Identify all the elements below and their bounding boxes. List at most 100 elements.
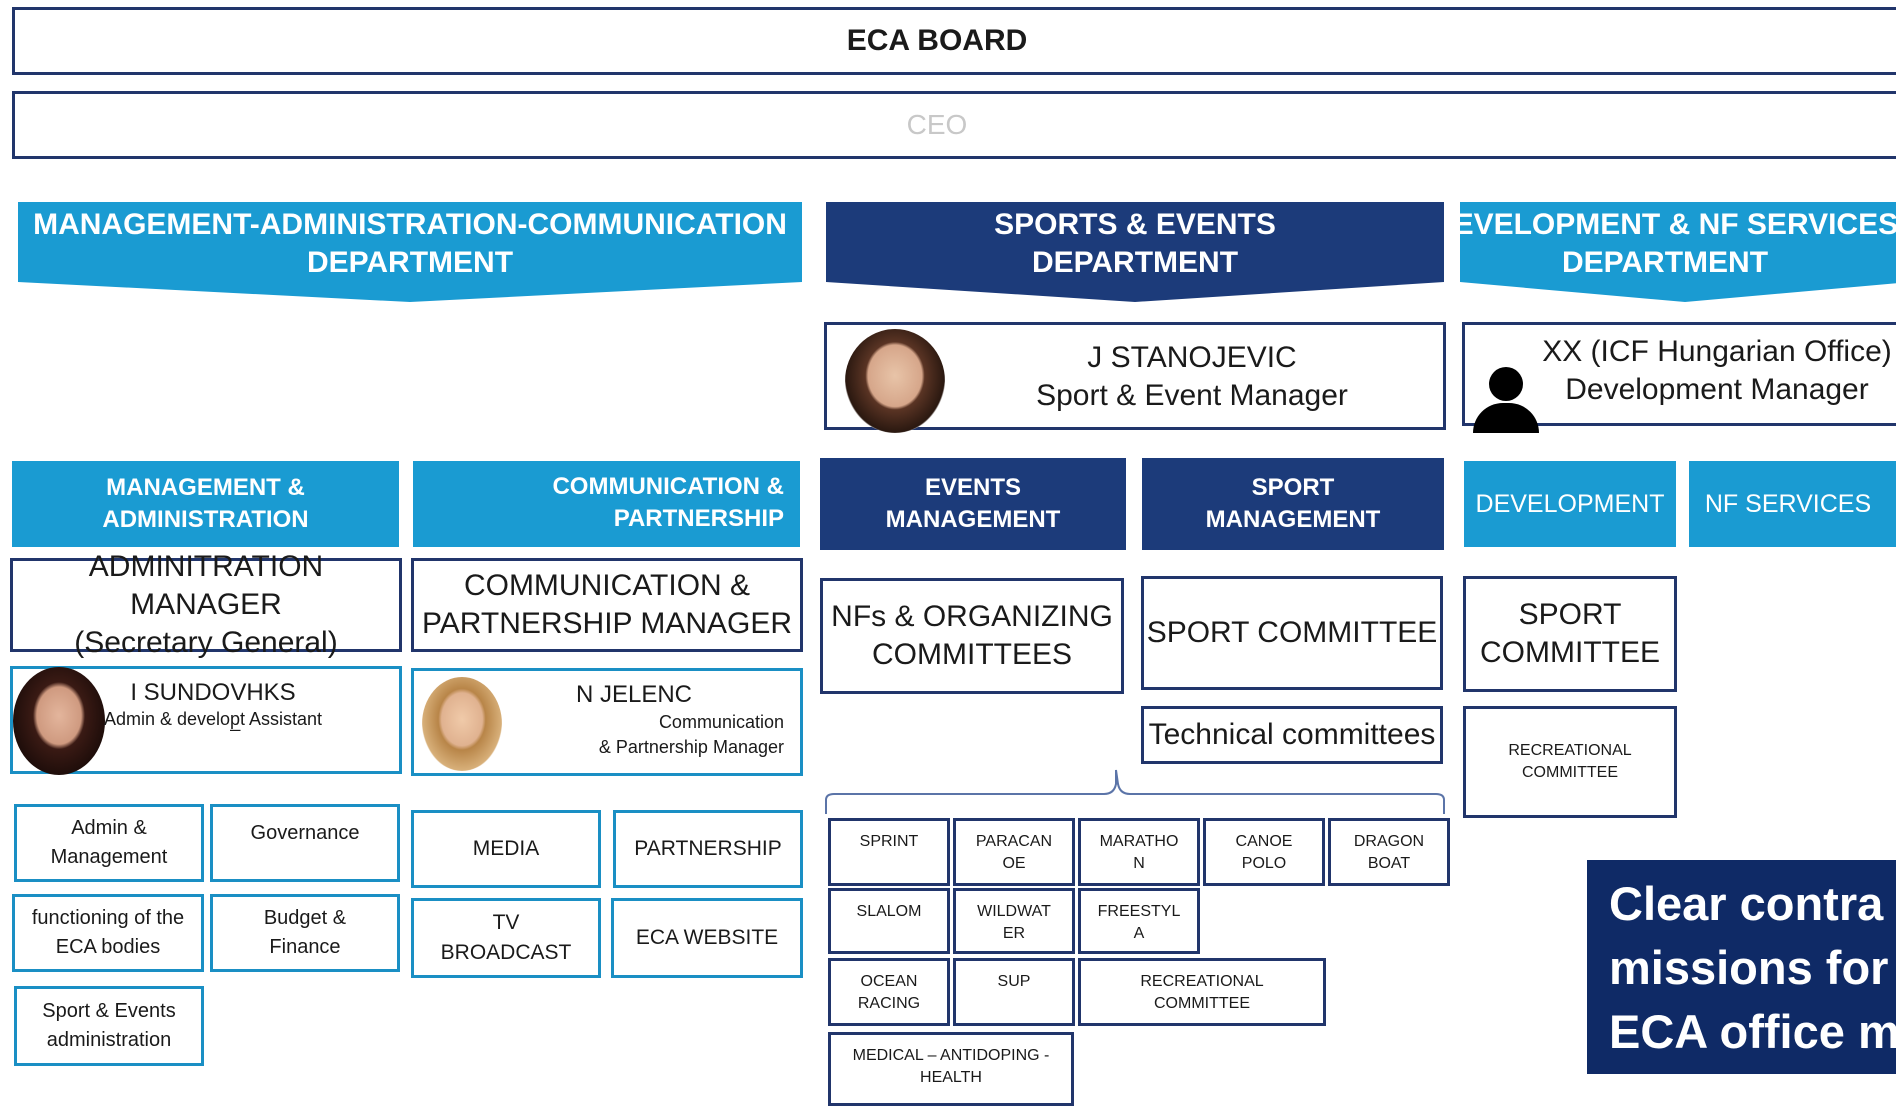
stanojevic-title: Sport & Event Manager xyxy=(1036,379,1348,412)
unit-header-development: DEVELOPMENT xyxy=(1464,461,1676,547)
discipline-recreational: RECREATIONAL COMMITTEE xyxy=(1078,958,1326,1026)
dept-sports-line1: SPORTS & EVENTS xyxy=(994,208,1276,241)
discipline-paracanoe-line2: OE xyxy=(1002,855,1026,872)
jelenc-title-line2: & Partnership Manager xyxy=(598,737,784,757)
comm-manager-line2: PARTNERSHIP MANAGER xyxy=(421,607,793,640)
jelenc-title-line1: Communication xyxy=(658,712,784,732)
technical-committees-bracket xyxy=(825,769,1445,814)
dept-dev-line1: DEVELOPMENT & NF SERVICES xyxy=(1431,208,1896,241)
task-sport-events-admin: Sport & Events administration xyxy=(14,986,204,1066)
discipline-wildwater-line2: ER xyxy=(1002,925,1026,942)
person-silhouette-icon xyxy=(1465,367,1547,433)
task-functioning-line1: functioning of the xyxy=(31,907,185,929)
department-header-mac: MANAGEMENT-ADMINISTRATION-COMMUNICATION … xyxy=(18,202,802,302)
discipline-sprint-label: SPRINT xyxy=(859,833,919,850)
discipline-dragon-boat-line1: DRAGON xyxy=(1353,833,1425,850)
unit-comm-part-line1: COMMUNICATION & xyxy=(552,473,784,500)
task-admin-management: Admin & Management xyxy=(14,804,204,882)
person-box-jelenc: N JELENC Communication & Partnership Man… xyxy=(411,668,803,776)
dev-sport-committee-line2: COMMITTEE xyxy=(1480,636,1660,669)
task-admin-mgmt-line2: Management xyxy=(50,846,168,868)
sport-committee-label: SPORT COMMITTEE xyxy=(1146,616,1438,649)
nfs-ocs-box: NFs & ORGANIZING COMMITTEES xyxy=(820,578,1124,694)
department-header-sports: SPORTS & EVENTS DEPARTMENT xyxy=(826,202,1444,302)
discipline-sup-label: SUP xyxy=(997,973,1031,990)
unit-header-events-mgmt: EVENTS MANAGEMENT xyxy=(820,458,1126,550)
task-partnership: PARTNERSHIP xyxy=(613,810,803,888)
unit-mgmt-admin-line2: ADMINISTRATION xyxy=(102,506,309,533)
dept-dev-line2: DEPARTMENT xyxy=(1561,246,1769,279)
unit-development-label: DEVELOPMENT xyxy=(1475,489,1665,518)
dept-mac-line1: MANAGEMENT-ADMINISTRATION-COMMUNICATION xyxy=(33,208,787,241)
dept-sports-line2: DEPARTMENT xyxy=(1031,246,1239,279)
unit-nf-services-label: NF SERVICES xyxy=(1704,489,1872,518)
nfs-ocs-line2: COMMITTEES xyxy=(872,638,1072,671)
discipline-slalom-label: SLALOM xyxy=(856,903,922,920)
discipline-marathon-line2: N xyxy=(1133,855,1145,872)
discipline-medical-line2: HEALTH xyxy=(920,1069,982,1086)
technical-committees-box: Technical committees xyxy=(1141,706,1443,764)
unit-comm-part-line2: PARTNERSHIP xyxy=(613,505,784,532)
task-sea-line2: administration xyxy=(46,1029,172,1051)
discipline-paracanoe: PARACAN OE xyxy=(953,818,1075,886)
eca-board-box: ECA BOARD xyxy=(12,7,1896,75)
discipline-medical-line1: MEDICAL – ANTIDOPING - xyxy=(852,1047,1050,1064)
discipline-freestyle: FREESTYL A xyxy=(1078,888,1200,954)
task-admin-mgmt-line1: Admin & xyxy=(71,817,147,839)
banner-line3: ECA office m xyxy=(1609,1005,1896,1058)
dept-mac-line2: DEPARTMENT xyxy=(306,246,514,279)
unit-sport-mgmt-line2: MANAGEMENT xyxy=(1205,506,1381,533)
sundovhks-name: I SUNDOVHKS xyxy=(130,679,296,706)
unit-header-mgmt-admin: MANAGEMENT & ADMINISTRATION xyxy=(12,461,399,547)
unit-header-nf-services: NF SERVICES xyxy=(1689,461,1896,547)
sundovhks-title: Admin & develop̲t Assistant xyxy=(103,709,323,729)
discipline-sup: SUP xyxy=(953,958,1075,1026)
task-media: MEDIA xyxy=(411,810,601,888)
discipline-marathon: MARATHO N xyxy=(1078,818,1200,886)
task-governance-label: Governance xyxy=(250,822,360,844)
discipline-medical: MEDICAL – ANTIDOPING - HEALTH xyxy=(828,1032,1074,1106)
discipline-freestyle-line1: FREESTYL xyxy=(1097,903,1181,920)
dev-recreational-box: RECREATIONAL COMMITTEE xyxy=(1463,706,1677,818)
eca-board-label: ECA BOARD xyxy=(846,24,1028,57)
discipline-canoe-polo-line2: POLO xyxy=(1241,855,1287,872)
task-budget-line1: Budget & xyxy=(263,907,347,929)
admin-manager-box: ADMINITRATION MANAGER (Secretary General… xyxy=(10,550,402,659)
comm-manager-line1: COMMUNICATION & xyxy=(463,569,751,602)
task-budget-line2: Finance xyxy=(269,936,341,958)
discipline-canoe-polo: CANOE POLO xyxy=(1203,818,1325,886)
task-sea-line1: Sport & Events xyxy=(42,1000,176,1022)
discipline-wildwater: WILDWAT ER xyxy=(953,888,1075,954)
unit-header-comm-part: COMMUNICATION & PARTNERSHIP xyxy=(413,461,800,547)
discipline-slalom: SLALOM xyxy=(828,888,950,954)
sport-committee-box: SPORT COMMITTEE xyxy=(1141,576,1443,690)
discipline-wildwater-line1: WILDWAT xyxy=(977,903,1051,920)
person-box-sundovhks: I SUNDOVHKS Admin & develop̲t Assistant xyxy=(10,666,402,775)
dev-manager-title: Development Manager xyxy=(1565,373,1869,406)
discipline-sprint: SPRINT xyxy=(828,818,950,886)
stanojevic-photo xyxy=(845,329,945,433)
banner-line2: missions for xyxy=(1609,941,1889,994)
task-governance: Governance xyxy=(210,804,400,882)
task-partnership-label: PARTNERSHIP xyxy=(634,837,782,860)
manager-box-dev: XX (ICF Hungarian Office) Development Ma… xyxy=(1462,322,1896,433)
manager-box-sports: J STANOJEVIC Sport & Event Manager xyxy=(824,322,1446,433)
unit-events-mgmt-line2: MANAGEMENT xyxy=(885,506,1061,533)
discipline-paracanoe-line1: PARACAN xyxy=(975,833,1053,850)
stanojevic-name: J STANOJEVIC xyxy=(1087,341,1297,374)
ceo-box: CEO xyxy=(12,91,1896,159)
unit-sport-mgmt-line1: SPORT xyxy=(1251,474,1335,501)
discipline-recreational-line1: RECREATIONAL xyxy=(1140,973,1264,990)
technical-committees-label: Technical committees xyxy=(1148,718,1436,751)
nfs-ocs-line1: NFs & ORGANIZING xyxy=(831,600,1113,633)
dev-manager-name: XX (ICF Hungarian Office) xyxy=(1542,335,1892,368)
discipline-canoe-polo-line1: CANOE xyxy=(1235,833,1293,850)
dev-sport-committee-box: SPORT COMMITTEE xyxy=(1463,576,1677,692)
discipline-marathon-line1: MARATHO xyxy=(1099,833,1179,850)
dev-sport-committee-line1: SPORT xyxy=(1518,598,1622,631)
unit-events-mgmt-line1: EVENTS xyxy=(924,474,1022,501)
discipline-ocean-racing-line1: OCEAN xyxy=(860,973,918,990)
task-media-label: MEDIA xyxy=(472,837,540,860)
admin-manager-line2: (Secretary General) xyxy=(74,626,338,659)
banner-line1: Clear contra xyxy=(1609,877,1884,930)
